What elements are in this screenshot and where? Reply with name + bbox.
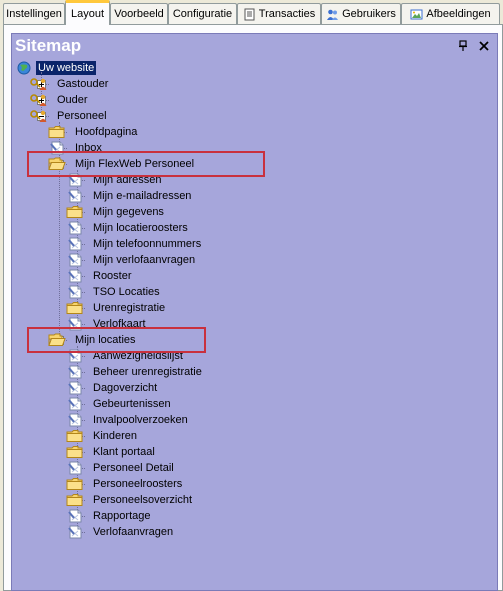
page-icon: [66, 413, 84, 427]
tab-label: Voorbeeld: [114, 8, 164, 20]
highlight-box: [27, 151, 265, 177]
tree-item-aanwezigheidslijst[interactable]: Aanwezigheidslijst: [93, 350, 183, 362]
sitemap-title: Sitemap: [15, 36, 82, 55]
tree-item-ouder[interactable]: Ouder: [57, 94, 88, 106]
tree-item-mijn-adressen[interactable]: Mijn adressen: [93, 174, 162, 186]
tree-item-mijn-locaties[interactable]: Mijn locaties: [75, 334, 136, 346]
folder-open-icon: [48, 333, 66, 347]
tree-item-personeelroosters[interactable]: Personeelroosters: [93, 478, 183, 490]
globe-icon: [16, 61, 34, 75]
tab-layout[interactable]: Layout: [65, 0, 110, 25]
tree-item-mijn-telefoonnummers[interactable]: Mijn telefoonnummers: [93, 238, 202, 250]
key-person-icon: [30, 93, 48, 107]
page-icon: [66, 253, 84, 267]
page-icon: [66, 269, 84, 283]
tree-item-invalpoolverzoeken[interactable]: Invalpoolverzoeken: [93, 414, 188, 426]
page-icon: [66, 525, 84, 539]
tree-item-urenregistratie[interactable]: Urenregistratie: [93, 302, 166, 314]
page-icon: [66, 285, 84, 299]
image-icon: [410, 8, 423, 21]
tab-label: Gebruikers: [342, 8, 396, 20]
tab-configuratie[interactable]: Configuratie: [168, 3, 237, 24]
tree-item-personeelsoverzicht[interactable]: Personeelsoverzicht: [93, 494, 193, 506]
highlight-box: [27, 327, 206, 353]
page-icon: [66, 365, 84, 379]
page-icon: [66, 397, 84, 411]
tab-label: Instellingen: [6, 8, 62, 20]
tree-item-kinderen[interactable]: Kinderen: [93, 430, 138, 442]
tree-item-mijn-flexweb-personeel[interactable]: Mijn FlexWeb Personeel: [75, 158, 195, 170]
tab-voorbeeld[interactable]: Voorbeeld: [110, 3, 168, 24]
tab-instellingen[interactable]: Instellingen: [3, 3, 65, 24]
page-icon: [66, 221, 84, 235]
tree-item-mijn-gegevens[interactable]: Mijn gegevens: [93, 206, 164, 218]
pin-icon[interactable]: [457, 40, 469, 52]
users-icon: [326, 8, 339, 21]
folder-icon: [66, 205, 84, 219]
tab-label: Transacties: [258, 8, 316, 20]
tree-item-gebeurtenissen[interactable]: Gebeurtenissen: [93, 398, 171, 410]
tab-label: Configuratie: [172, 8, 233, 20]
page-icon: [66, 173, 84, 187]
folder-open-icon: [48, 157, 66, 171]
document-icon: [243, 8, 256, 21]
tab-label: Layout: [70, 8, 105, 20]
tree-connector: [41, 72, 42, 116]
folder-icon: [66, 301, 84, 315]
folder-icon: [66, 493, 84, 507]
page-icon: [66, 381, 84, 395]
page-icon: [66, 509, 84, 523]
tab-label: Afbeeldingen: [426, 8, 491, 20]
tree-item-mijn-locatieroosters[interactable]: Mijn locatieroosters: [93, 222, 188, 234]
tab-bar: Instellingen Layout Voorbeeld Configuratie T…: [0, 0, 503, 25]
tree-item-tso-locaties[interactable]: TSO Locaties: [93, 286, 160, 298]
tree-item-beheer-urenregistratie[interactable]: Beheer urenregistratie: [93, 366, 202, 378]
tree-item-personeel-detail[interactable]: Personeel Detail: [93, 462, 174, 474]
sitemap-header: Sitemap: [12, 34, 497, 58]
tab-transacties[interactable]: Transacties: [237, 3, 321, 24]
tree-item-uw-website[interactable]: Uw website: [36, 61, 97, 75]
tree-item-klant-portaal[interactable]: Klant portaal: [93, 446, 155, 458]
tree-item-mijn-verlofaanvragen[interactable]: Mijn verlofaanvragen: [93, 254, 196, 266]
tree-item-personeel[interactable]: Personeel: [57, 110, 107, 122]
tree-item-gastouder[interactable]: Gastouder: [57, 78, 109, 90]
tab-afbeeldingen[interactable]: Afbeeldingen: [401, 3, 500, 24]
folder-icon: [48, 125, 66, 139]
tree-item-dagoverzicht[interactable]: Dagoverzicht: [93, 382, 158, 394]
key-person-icon: [30, 109, 48, 123]
page-icon: [66, 189, 84, 203]
folder-icon: [66, 477, 84, 491]
folder-icon: [66, 445, 84, 459]
page-icon: [66, 461, 84, 475]
tree-item-mijn-e-mailadressen[interactable]: Mijn e-mailadressen: [93, 190, 192, 202]
tree-item-verlofaanvragen[interactable]: Verlofaanvragen: [93, 526, 174, 538]
tree-item-rooster[interactable]: Rooster: [93, 270, 132, 282]
tab-gebruikers[interactable]: Gebruikers: [321, 3, 401, 24]
tree-item-hoofdpagina[interactable]: Hoofdpagina: [75, 126, 138, 138]
tree-item-rapportage[interactable]: Rapportage: [93, 510, 151, 522]
tree-connector: [59, 122, 60, 340]
page-icon: [66, 237, 84, 251]
folder-icon: [66, 429, 84, 443]
key-person-icon: [30, 77, 48, 91]
close-icon[interactable]: [478, 40, 490, 52]
